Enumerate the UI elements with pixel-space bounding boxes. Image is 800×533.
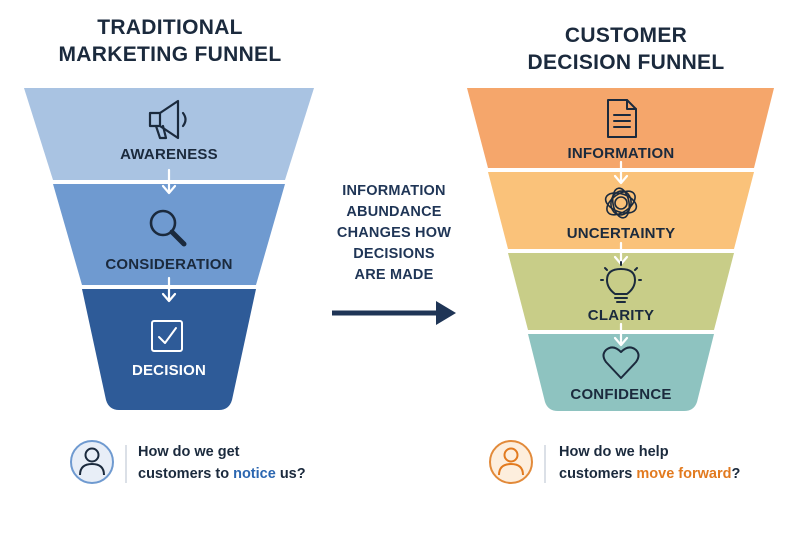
- right-funnel-title: CUSTOMER DECISION FUNNEL: [470, 22, 782, 76]
- left-funnel-title: TRADITIONAL MARKETING FUNNEL: [20, 14, 320, 68]
- down-arrow-icon: [161, 276, 177, 303]
- left-connector-arrows: [161, 168, 177, 303]
- right-title-line1: CUSTOMER: [564, 24, 688, 47]
- left-stage-awareness: [24, 88, 314, 180]
- left-question-line1: How do we get: [138, 444, 240, 460]
- arrow-right-icon: [332, 301, 456, 325]
- middle-caption-line: DECISIONS: [353, 246, 435, 262]
- right-stage-label-clarity: CLARITY: [587, 307, 655, 324]
- left-stage-label-consideration: CONSIDERATION: [105, 256, 233, 273]
- left-question-highlight: notice: [233, 466, 276, 482]
- checkbox-icon: [151, 320, 183, 352]
- left-title-line2: MARKETING FUNNEL: [58, 43, 282, 66]
- middle-caption-line: CHANGES HOW: [336, 225, 452, 241]
- middle-caption-line: INFORMATION: [342, 183, 446, 199]
- middle-caption-line: ARE MADE: [354, 267, 434, 283]
- right-stage-confidence: [528, 334, 714, 411]
- right-stage-clarity: [508, 253, 734, 330]
- left-stage-decision: [82, 289, 256, 410]
- left-question-line2: customers to notice us?: [138, 463, 306, 485]
- left-question-text: customers to: [138, 466, 234, 482]
- tangle-icon: [604, 187, 638, 219]
- right-question-line1: How do we help: [559, 444, 669, 460]
- document-icon: [607, 99, 637, 138]
- left-stage-label-decision: DECISION: [131, 362, 207, 379]
- left-title-line1: TRADITIONAL: [97, 16, 243, 39]
- right-stage-uncertainty: [488, 172, 754, 249]
- down-arrow-icon: [613, 160, 629, 185]
- magnifier-icon: [149, 209, 187, 247]
- right-title-line2: DECISION FUNNEL: [527, 51, 725, 74]
- middle-caption-line: ABUNDANCE: [346, 204, 442, 220]
- heart-icon: [602, 346, 640, 379]
- left-avatar-icon: [70, 440, 114, 484]
- right-question-line2: customers move forward?: [559, 463, 740, 485]
- down-arrow-icon: [161, 168, 177, 195]
- left-stage-label-awareness: AWARENESS: [120, 146, 218, 163]
- megaphone-icon: [148, 99, 187, 140]
- right-stage-label-uncertainty: UNCERTAINTY: [566, 225, 676, 242]
- right-question-highlight: move forward: [636, 466, 732, 482]
- left-question-text-end: us?: [275, 466, 306, 482]
- right-question-text-end: ?: [731, 466, 741, 482]
- middle-caption: INFORMATION ABUNDANCE CHANGES HOW DECISI…: [328, 181, 460, 286]
- left-question: How do we get customers to notice us?: [138, 441, 306, 485]
- lightbulb-icon: [600, 261, 642, 303]
- right-question-text: customers: [559, 466, 637, 482]
- down-arrow-icon: [613, 322, 629, 347]
- right-question: How do we help customers move forward?: [559, 441, 740, 485]
- right-stage-label-confidence: CONFIDENCE: [570, 386, 672, 403]
- right-avatar-icon: [489, 440, 533, 484]
- right-stage-label-information: INFORMATION: [567, 145, 675, 162]
